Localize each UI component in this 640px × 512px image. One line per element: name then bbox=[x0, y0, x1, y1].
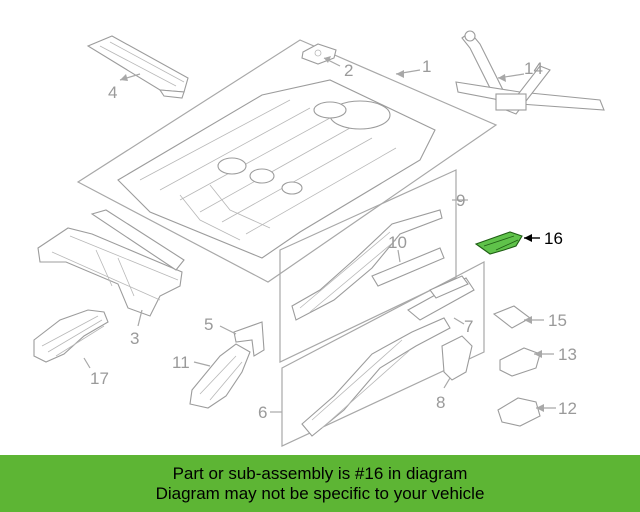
part-10-reinforcement[interactable] bbox=[371, 247, 445, 287]
part-13-bracket[interactable] bbox=[499, 347, 541, 377]
part-17-heat-shield[interactable] bbox=[33, 309, 109, 363]
callout-arrows bbox=[120, 56, 544, 412]
part-12-bracket[interactable] bbox=[497, 397, 541, 427]
part-16-highlighted[interactable] bbox=[474, 231, 523, 255]
part-7-member[interactable] bbox=[407, 275, 475, 321]
callout-10: 10 bbox=[388, 233, 407, 252]
callout-7: 7 bbox=[464, 317, 473, 336]
callout-9: 9 bbox=[456, 191, 465, 210]
part-9-side-rail[interactable] bbox=[291, 209, 443, 321]
callout-6: 6 bbox=[258, 403, 267, 422]
callout-13: 13 bbox=[558, 345, 577, 364]
part-11-bracket[interactable] bbox=[189, 343, 251, 409]
part-8-bracket[interactable] bbox=[441, 335, 473, 381]
part-5-bracket[interactable] bbox=[233, 321, 265, 357]
banner-line-disclaimer: Diagram may not be specific to your vehi… bbox=[155, 483, 485, 503]
banner-line-part-number: Part or sub-assembly is #16 in diagram bbox=[172, 463, 468, 483]
callout-14: 14 bbox=[524, 59, 543, 78]
part-4-rail[interactable] bbox=[86, 35, 189, 99]
callout-17: 17 bbox=[90, 369, 109, 388]
callout-16-selected: 16 bbox=[544, 229, 563, 248]
parts-diagram: 1 2 3 4 5 6 7 8 9 10 11 12 13 14 15 16 1… bbox=[33, 30, 605, 447]
callout-12: 12 bbox=[558, 399, 577, 418]
part-14-crossmember[interactable] bbox=[455, 30, 605, 115]
info-banner: Part or sub-assembly is #16 in diagram D… bbox=[0, 455, 640, 512]
callout-8: 8 bbox=[436, 393, 445, 412]
part-1-floor-pan[interactable] bbox=[117, 79, 436, 259]
part-6-side-member[interactable] bbox=[301, 317, 451, 437]
callout-1: 1 bbox=[422, 57, 431, 76]
group-frame-9 bbox=[279, 169, 457, 363]
callout-11: 11 bbox=[172, 353, 190, 372]
group-frame-1 bbox=[76, 39, 498, 283]
callout-15: 15 bbox=[548, 311, 567, 330]
callout-4: 4 bbox=[108, 83, 117, 102]
group-frame-6 bbox=[281, 261, 485, 447]
callout-5: 5 bbox=[204, 315, 213, 334]
callout-2: 2 bbox=[344, 61, 353, 80]
part-15-plate[interactable] bbox=[492, 305, 532, 329]
part-3-frame-assembly[interactable] bbox=[37, 209, 185, 317]
callout-3: 3 bbox=[130, 329, 139, 348]
